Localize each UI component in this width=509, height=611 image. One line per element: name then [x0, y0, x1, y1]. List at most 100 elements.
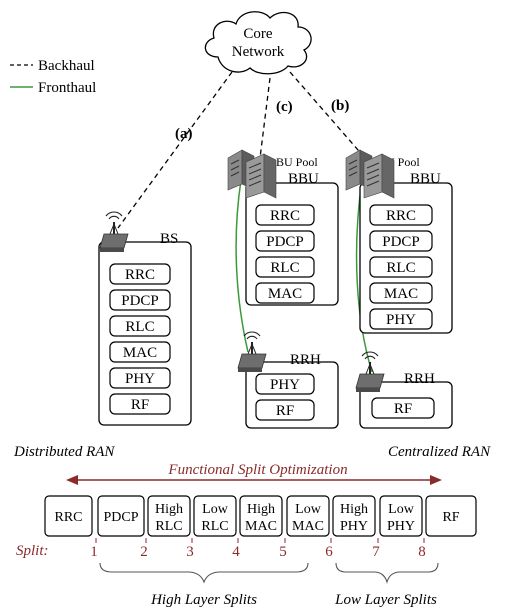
split-number: 5	[279, 544, 287, 560]
cloud-shape	[204, 11, 312, 75]
split-number: 6	[325, 544, 333, 560]
link-label-c: (c)	[276, 99, 293, 115]
split-number: 7	[372, 544, 380, 560]
split-cell-line1: High	[340, 502, 368, 517]
split-number: 3	[186, 544, 194, 560]
protocol-layer-label: MAC	[123, 345, 157, 361]
protocol-layer-label: RF	[276, 403, 294, 419]
protocol-layer-rect	[255, 282, 315, 304]
protocol-layer-box: PHY	[369, 308, 433, 330]
protocol-layer-label: MAC	[268, 286, 302, 302]
split-cell-line2: MAC	[245, 519, 277, 534]
bbu-label-b: BBU	[410, 171, 441, 187]
protocol-layer-box: PDCP	[369, 230, 433, 252]
bbu-pool-label-c: BBU Pool	[268, 155, 318, 169]
protocol-layer-box: MAC	[255, 282, 315, 304]
fronthaul-link-c	[235, 179, 249, 353]
functional-split-optimization-label: Functional Split Optimization	[167, 462, 347, 478]
core-network-cloud: Core Network	[204, 11, 312, 75]
protocol-layer-box: RF	[371, 397, 435, 419]
split-cell-rect	[286, 495, 330, 537]
protocol-layer-rect	[109, 315, 171, 337]
split-cell: RF	[425, 495, 477, 537]
arrow-right-icon	[430, 475, 442, 485]
protocol-layer-rect	[369, 282, 433, 304]
rrh-b-group: RRH RF	[355, 351, 453, 429]
centralized-ran-label: Centralized RAN	[388, 444, 491, 460]
split-cell: RRC	[44, 495, 93, 537]
split-cell: PDCP	[97, 495, 145, 537]
protocol-layer-label: PDCP	[121, 293, 159, 309]
split-cell-line1: High	[155, 502, 183, 517]
protocol-layer-rect	[109, 263, 171, 285]
protocol-layer-label: RRC	[386, 208, 416, 224]
protocol-layer-rect	[369, 308, 433, 330]
protocol-layer-box: RF	[255, 399, 315, 421]
split-cell-line1: RF	[442, 510, 459, 525]
protocol-layer-box: RRC	[369, 204, 433, 226]
protocol-layer-box: RLC	[109, 315, 171, 337]
protocol-layer-rect	[255, 399, 315, 421]
server-icon	[345, 149, 395, 199]
bs-protocol-stack: RRC PDCP RLC MAC PHY RF	[109, 263, 171, 415]
protocol-layer-label: PDCP	[382, 234, 420, 250]
rrh-label-c: RRH	[290, 352, 321, 368]
high-layer-brace	[99, 562, 309, 584]
legend: Backhaul Fronthaul	[10, 58, 96, 96]
split-cell-line1: Low	[295, 502, 322, 517]
backhaul-links: (a) (c) (b)	[117, 71, 366, 229]
protocol-layer-rect	[109, 341, 171, 363]
split-cell-line2: PHY	[340, 519, 368, 534]
protocol-layer-label: RF	[131, 397, 149, 413]
protocol-layer-box: PDCP	[255, 230, 315, 252]
split-cell-line1: Low	[388, 502, 415, 517]
protocol-layer-label: PHY	[125, 371, 155, 387]
protocol-layer-box: RLC	[255, 256, 315, 278]
protocol-layer-rect	[255, 256, 315, 278]
rrh-c-protocol-stack: PHY RF	[255, 373, 315, 421]
protocol-layer-label: MAC	[384, 286, 418, 302]
arrow-left-icon	[66, 475, 78, 485]
low-layer-splits-label: Low Layer Splits	[334, 592, 437, 608]
protocol-layer-box: PDCP	[109, 289, 171, 311]
protocol-layer-rect	[369, 230, 433, 252]
protocol-layer-label: RLC	[125, 319, 154, 335]
split-cell-line1: PDCP	[103, 510, 138, 525]
protocol-layer-rect	[255, 373, 315, 395]
split-cell-line2: PHY	[387, 519, 415, 534]
split-cell-rect	[193, 495, 237, 537]
protocol-layer-label: PHY	[270, 377, 300, 393]
protocol-layer-rect	[109, 367, 171, 389]
protocol-layer-box: RF	[109, 393, 171, 415]
core-network-line1: Core	[243, 26, 273, 42]
protocol-layer-label: RRC	[125, 267, 155, 283]
bbu-label-c: BBU	[288, 171, 319, 187]
protocol-layer-rect	[109, 393, 171, 415]
split-number: 2	[140, 544, 148, 560]
rrh-label-b: RRH	[404, 371, 435, 387]
split-cell-line1: Low	[202, 502, 229, 517]
split-cell-rect	[332, 495, 376, 537]
distributed-ran-label: Distributed RAN	[13, 444, 115, 460]
low-layer-brace	[335, 562, 439, 584]
protocol-layer-rect	[109, 289, 171, 311]
protocol-layer-rect	[255, 204, 315, 226]
protocol-layer-rect	[371, 397, 435, 419]
antenna-icon	[355, 351, 385, 392]
split-cell-line1: High	[247, 502, 275, 517]
protocol-layer-box: PHY	[109, 367, 171, 389]
protocol-layer-label: RLC	[270, 260, 299, 276]
backhaul-link-c	[259, 77, 271, 159]
rrh-c-group: RRH PHY RF	[237, 331, 339, 429]
ran-section: Distributed RAN Centralized RAN Function…	[13, 444, 491, 485]
